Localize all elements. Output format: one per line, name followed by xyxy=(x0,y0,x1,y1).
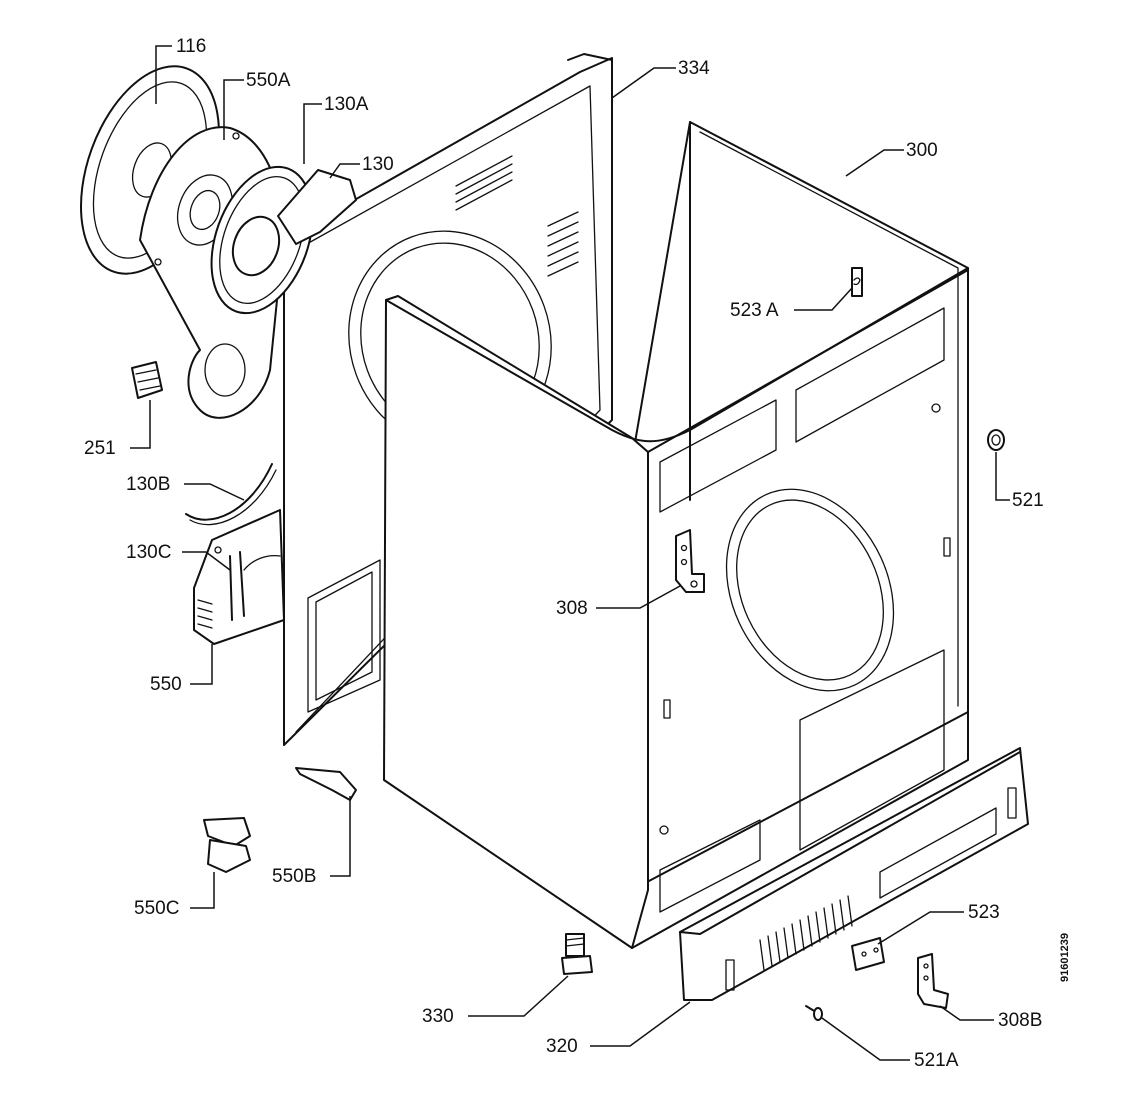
label-550C: 550C xyxy=(134,898,179,919)
filter-251 xyxy=(131,361,163,399)
label-300: 300 xyxy=(906,140,938,161)
callout-labels: 116 550A 130A 130 334 300 523 A 251 521 … xyxy=(84,36,1071,1071)
hose-130C xyxy=(229,551,281,621)
label-308B: 308B xyxy=(998,1010,1042,1031)
label-130B: 130B xyxy=(126,474,170,495)
leader-lines xyxy=(130,45,1010,1061)
housing-550 xyxy=(193,509,285,645)
label-523A: 523 A xyxy=(730,300,779,321)
plate-523 xyxy=(851,937,885,971)
screw-521A xyxy=(805,1005,823,1021)
label-308: 308 xyxy=(556,598,588,619)
label-330: 330 xyxy=(422,1006,454,1027)
bracket-308 xyxy=(675,529,705,593)
duct-130 xyxy=(231,169,357,277)
foot-330 xyxy=(561,933,593,975)
label-334: 334 xyxy=(678,58,710,79)
label-116: 116 xyxy=(176,36,206,57)
label-550A: 550A xyxy=(246,70,291,91)
label-130A: 130A xyxy=(324,94,369,115)
strap-130B xyxy=(185,463,277,526)
drawing-code: 91601239 xyxy=(1059,933,1071,982)
clip-550C xyxy=(203,817,251,873)
label-521A: 521A xyxy=(914,1050,959,1071)
label-523: 523 xyxy=(968,902,1000,923)
label-130C: 130C xyxy=(126,542,171,563)
label-550: 550 xyxy=(150,674,182,695)
label-521: 521 xyxy=(1012,490,1044,511)
label-130: 130 xyxy=(362,154,394,175)
label-251: 251 xyxy=(84,438,116,459)
kick-plate-320 xyxy=(679,747,1029,1001)
bracket-308B xyxy=(917,953,949,1009)
label-320: 320 xyxy=(546,1036,578,1057)
label-550B: 550B xyxy=(272,866,316,887)
clip-523A xyxy=(851,267,863,297)
clip-550B xyxy=(295,767,357,801)
cap-521 xyxy=(987,429,1005,451)
cabinet-body-300 xyxy=(383,121,969,949)
